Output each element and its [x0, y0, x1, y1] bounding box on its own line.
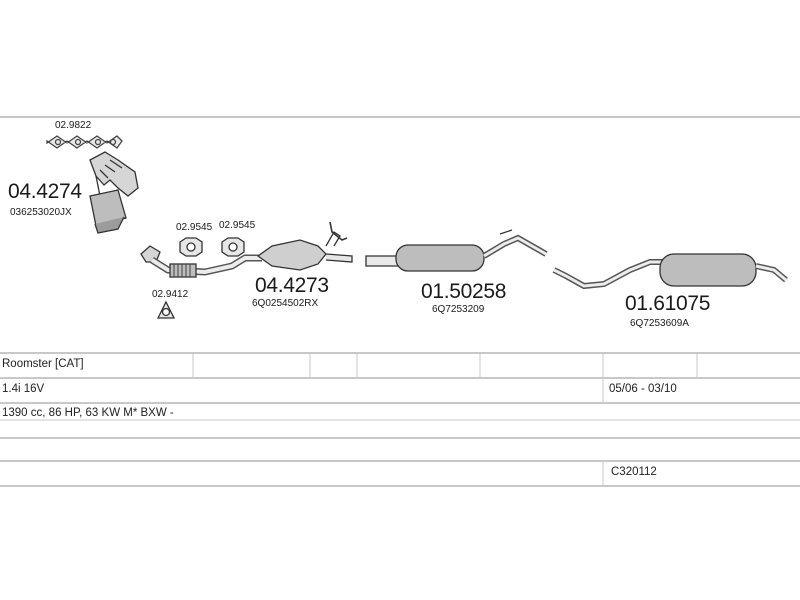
clamp-top-number: 02.9822	[55, 120, 92, 131]
front-pipe-drawing	[140, 245, 262, 278]
vehicle-spec: 1390 cc, 86 HP, 63 KW M* BXW -	[2, 407, 174, 419]
vehicle-code: C320112	[611, 466, 657, 478]
rear-silencer-oem: 6Q7253609A	[630, 318, 689, 329]
manifold-cat-number: 04.4274	[8, 180, 82, 203]
middle-silencer-number: 01.50258	[421, 280, 507, 303]
middle-silencer-oem: 6Q7253209	[432, 304, 485, 315]
catalyst-oem: 6Q0254502RX	[252, 298, 319, 309]
catalyst-number: 04.4273	[255, 274, 329, 297]
triangle-gasket-drawing	[156, 300, 176, 319]
gasket-b-number: 02.9545	[219, 220, 256, 231]
rear-silencer-number: 01.61075	[625, 292, 711, 315]
vehicle-engine: 1.4i 16V	[2, 383, 45, 395]
manifold-gasket-drawing	[46, 135, 123, 149]
gasket-a-number: 02.9545	[176, 222, 213, 233]
flange-gasket-b	[221, 237, 245, 257]
front-pipe-gasket-number: 02.9412	[152, 289, 189, 300]
vehicle-model: Roomster [CAT]	[2, 358, 84, 370]
vehicle-dates: 05/06 - 03/10	[609, 383, 677, 395]
flange-gasket-a	[179, 237, 203, 257]
catalyst-drawing	[256, 221, 353, 271]
manifold-catalyst-drawing	[89, 151, 139, 234]
rear-silencer-drawing	[552, 253, 788, 290]
manifold-cat-oem: 036253020JX	[10, 207, 72, 218]
middle-silencer-drawing	[365, 229, 548, 272]
